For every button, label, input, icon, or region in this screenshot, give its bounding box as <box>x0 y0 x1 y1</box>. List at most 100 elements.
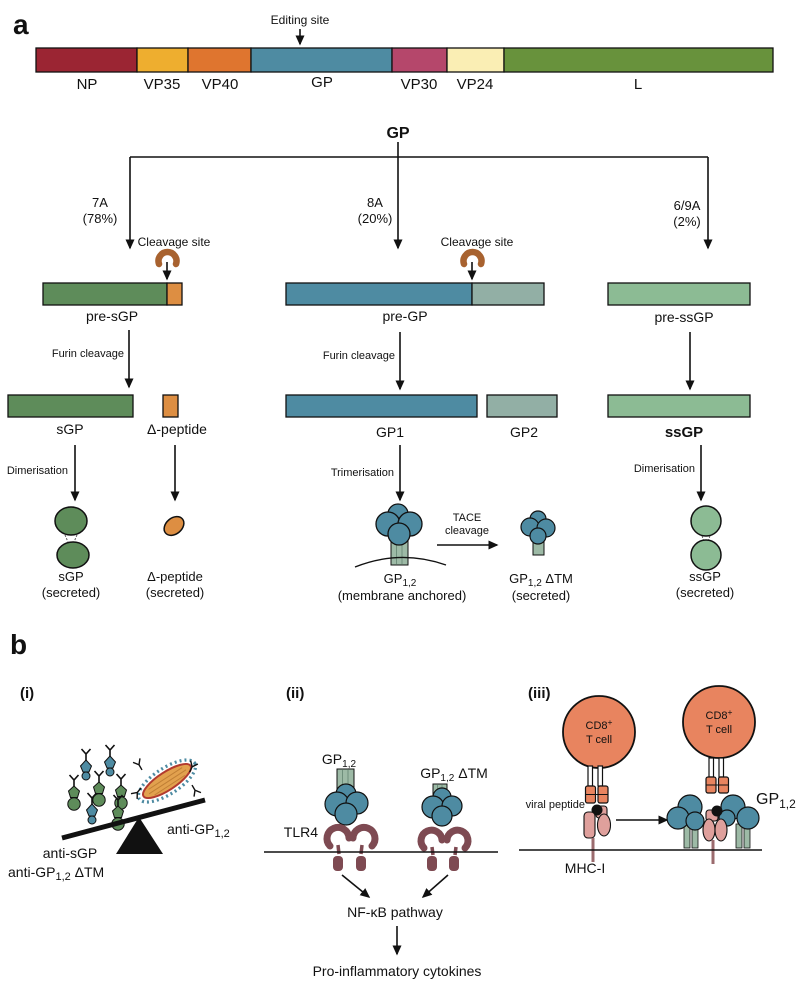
cleavage-enzyme-icon-mid <box>460 248 485 268</box>
genome-segment-np <box>35 47 138 73</box>
viral-peptide-dot-b <box>711 805 723 817</box>
cd8-tcell-b-label-2: T cell <box>706 724 732 736</box>
sgp-secreted-1: sGP <box>58 569 83 584</box>
delta-label: Δ-peptide <box>147 421 207 437</box>
sgp-secreted-2: (secreted) <box>42 585 101 600</box>
cleavage-site-left-label: Cleavage site <box>138 235 211 249</box>
mhc-label: MHC-I <box>565 860 605 876</box>
product-bars: sGP Δ-peptide GP1 GP2 ssGP <box>7 394 751 441</box>
branch-7a-pct: (78%) <box>83 211 118 226</box>
genome-label-np: NP <box>77 76 98 93</box>
ssgp-label: ssGP <box>665 424 703 441</box>
branch-lines <box>130 142 708 158</box>
dimerisation-right-label: Dimerisation <box>634 463 695 475</box>
tlr4-diagram: GP1,2 TLR4 GP1,2 ΔTM NF- <box>264 751 498 979</box>
pre-ssgp-label: pre-ssGP <box>654 309 713 325</box>
ssgp-secreted-1: ssGP <box>689 569 721 584</box>
cd8-tcell-a-label-1: CD8+ <box>586 717 613 732</box>
dimerisation-left-label: Dimerisation <box>7 465 68 477</box>
ssgp-bar <box>607 394 751 418</box>
delta-secreted-2: (secreted) <box>146 585 205 600</box>
sgp-label: sGP <box>56 421 83 437</box>
nfkb-arrow-right <box>421 874 449 898</box>
panel-b-label: b <box>10 629 27 660</box>
gp12-membrane-label: (membrane anchored) <box>338 588 467 603</box>
pre-sgp-bar-green <box>42 282 168 306</box>
tlr4-receptor-right <box>349 824 379 850</box>
gp12-trimer-shape <box>354 503 447 568</box>
tace-label-2: cleavage <box>445 525 489 537</box>
precursor-bars: pre-sGP pre-GP pre-ssGP <box>42 282 751 325</box>
anti-gp12dtm-label: anti-GP1,2 ΔTM <box>8 864 104 883</box>
ssgp-dimer-shape <box>690 505 722 571</box>
branch-8a: 8A <box>367 195 383 210</box>
gp12-ii-label: GP1,2 <box>322 751 357 770</box>
gp12-iii-label: GP1,2 <box>756 791 796 811</box>
genome-label-vp24: VP24 <box>457 76 494 93</box>
branch-69a: 6/9A <box>674 198 701 213</box>
furin-cleavage-left-label: Furin cleavage <box>52 348 124 360</box>
pre-gp-bar-sage <box>471 282 545 306</box>
delta-peptide-shape <box>163 515 185 537</box>
branch-7a: 7A <box>92 195 108 210</box>
delta-secreted-1: Δ-peptide <box>147 569 203 584</box>
cd8-diagram: CD8+ T cell viral peptide MHC-I CD8+ T c… <box>519 685 796 876</box>
genome-bar: NP VP35 VP40 GP VP30 VP24 L <box>35 47 774 93</box>
nfkb-arrow-left <box>341 874 371 898</box>
gp1-label: GP1 <box>376 424 404 440</box>
gp12dtm-secreted-label: (secreted) <box>512 588 571 603</box>
genome-segment-vp24 <box>446 47 505 73</box>
genome-label-vp35: VP35 <box>144 76 181 93</box>
gp12-dtm-shape <box>520 510 556 556</box>
branch-69a-pct: (2%) <box>673 214 700 229</box>
genome-segment-vp35 <box>136 47 189 73</box>
cd8-tcell-b-label-1: CD8+ <box>706 707 733 722</box>
genome-label-vp40: VP40 <box>202 76 239 93</box>
gp2-bar <box>486 394 558 418</box>
panel-b-i-label: (i) <box>20 685 34 702</box>
panel-a-label: a <box>13 9 29 40</box>
gp1-bar <box>285 394 478 418</box>
pre-sgp-bar-orange <box>166 282 183 306</box>
branch-8a-pct: (20%) <box>358 211 393 226</box>
pre-gp-label: pre-GP <box>382 308 427 324</box>
tlr4-receptor-right-2 <box>443 826 472 852</box>
seesaw-diagram: anti-GP1,2 anti-sGP anti-GP1,2 ΔTM <box>8 744 230 883</box>
pre-sgp-label: pre-sGP <box>86 308 138 324</box>
cleavage-enzyme-icon-left <box>155 248 180 268</box>
pre-gp-bar-teal <box>285 282 473 306</box>
panel-b-ii-label: (ii) <box>286 685 304 702</box>
anti-sgp-label: anti-sGP <box>43 845 97 861</box>
delta-peptide-bar <box>162 394 179 418</box>
cd8-tcell-b <box>682 685 756 759</box>
genome-segment-vp40 <box>187 47 252 73</box>
gp12-cluster <box>666 794 760 864</box>
sgp-dimer-shape <box>54 506 90 569</box>
tlr4-receptor-left <box>323 824 353 850</box>
cleavage-site-mid-label: Cleavage site <box>441 235 514 249</box>
tace-label-1: TACE <box>453 512 482 524</box>
viral-peptide-dot-a <box>591 804 603 816</box>
cd8-tcell-a-label-2: T cell <box>586 734 612 746</box>
sgp-bar <box>7 394 134 418</box>
gp12-label: GP1,2 <box>384 571 417 589</box>
ssgp-secreted-2: (secreted) <box>676 585 735 600</box>
virus-particle <box>130 757 202 804</box>
genome-segment-gp <box>250 47 393 73</box>
genome-segment-vp30 <box>391 47 448 73</box>
genome-segment-l <box>503 47 774 73</box>
tlr4-label: TLR4 <box>284 824 318 840</box>
final-labels: sGP (secreted) Δ-peptide (secreted) GP1,… <box>42 569 735 603</box>
seesaw-fulcrum <box>116 817 163 854</box>
tlr4-receptor-left-2 <box>417 826 446 852</box>
cytokines-label: Pro-inflammatory cytokines <box>313 963 482 979</box>
branch-labels: 7A (78%) 8A (20%) 6/9A (2%) <box>83 195 701 229</box>
trimerisation-label: Trimerisation <box>331 467 394 479</box>
viral-peptide-label: viral peptide <box>526 799 585 811</box>
panel-b-iii-label: (iii) <box>528 685 551 702</box>
genome-label-vp30: VP30 <box>401 76 438 93</box>
gp-title: GP <box>386 125 409 142</box>
gp12dtm-ii-label: GP1,2 ΔTM <box>420 765 488 784</box>
